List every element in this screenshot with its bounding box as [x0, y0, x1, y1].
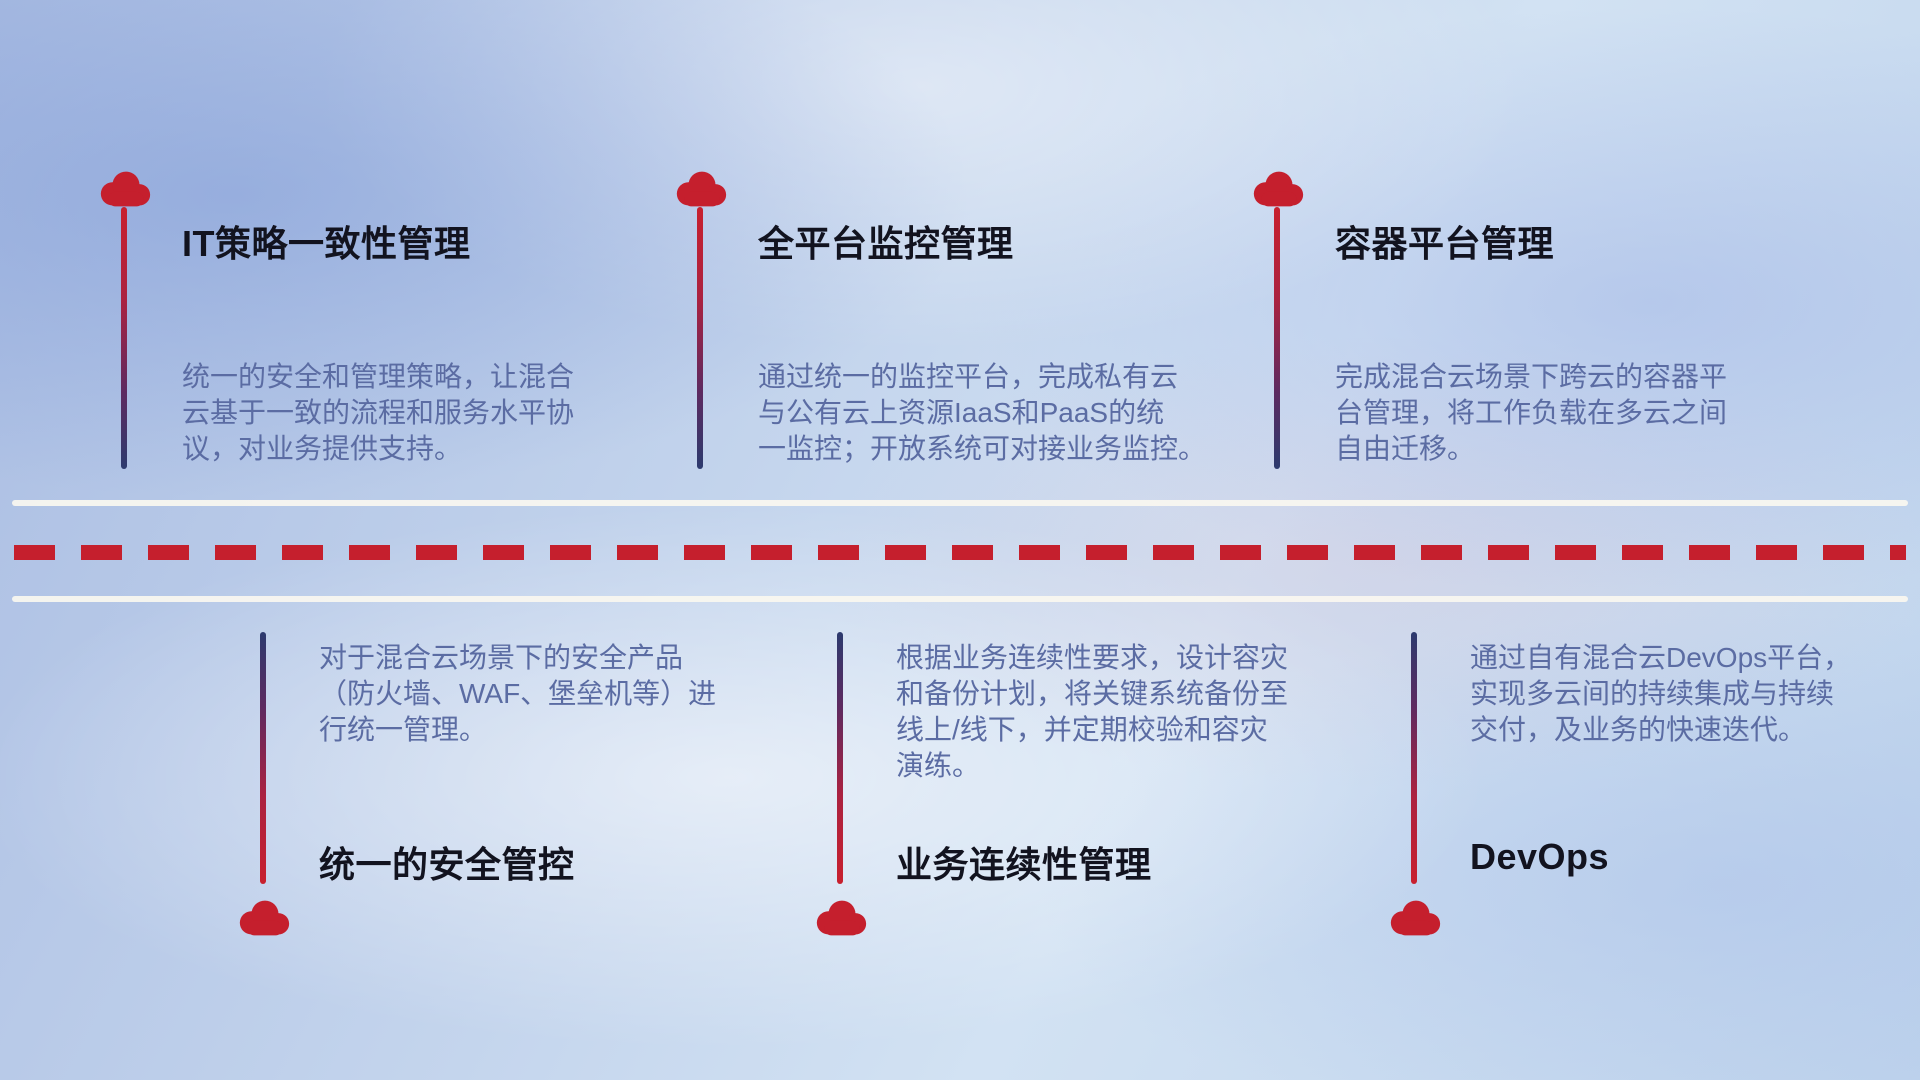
- capability-item-monitoring: 全平台监控管理 通过统一的监控平台，完成私有云 与公有云上资源IaaS和PaaS…: [672, 167, 1206, 497]
- capability-item-devops: 通过自有混合云DevOps平台， 实现多云间的持续集成与持续 交付，及业务的快速…: [1386, 630, 1886, 970]
- capability-item-security-control: 对于混合云场景下的安全产品 （防火墙、WAF、堡垒机等）进 行统一管理。 统一的…: [235, 630, 735, 970]
- capability-title: IT策略一致性管理: [182, 223, 471, 264]
- cloud-icon: [672, 167, 730, 209]
- capability-title: 容器平台管理: [1335, 223, 1555, 264]
- cloud-icon: [1249, 167, 1307, 209]
- cloud-icon: [235, 896, 293, 938]
- capability-description: 统一的安全和管理策略，让混合 云基于一致的流程和服务水平协 议，对业务提供支持。: [182, 361, 575, 464]
- road-dashed-center-line: [14, 545, 1906, 560]
- timeline-stem: [697, 207, 703, 469]
- road-edge-line-top: [12, 500, 1908, 506]
- capability-item-it-policy: IT策略一致性管理 统一的安全和管理策略，让混合 云基于一致的流程和服务水平协 …: [96, 167, 596, 497]
- timeline-stem: [1411, 632, 1417, 884]
- capability-item-container-platform: 容器平台管理 完成混合云场景下跨云的容器平 台管理，将工作负载在多云之间 自由迁…: [1249, 167, 1749, 497]
- capability-title: DevOps: [1470, 836, 1610, 877]
- capability-description: 通过统一的监控平台，完成私有云 与公有云上资源IaaS和PaaS的统 一监控；开…: [758, 361, 1207, 464]
- timeline-stem: [260, 632, 266, 884]
- capability-description: 对于混合云场景下的安全产品 （防火墙、WAF、堡垒机等）进 行统一管理。: [319, 642, 717, 745]
- capability-description: 完成混合云场景下跨云的容器平 台管理，将工作负载在多云之间 自由迁移。: [1335, 361, 1728, 464]
- capability-title: 统一的安全管控: [319, 844, 575, 885]
- cloud-icon: [1386, 896, 1444, 938]
- timeline-stem: [837, 632, 843, 884]
- capability-description: 通过自有混合云DevOps平台， 实现多云间的持续集成与持续 交付，及业务的快速…: [1470, 642, 1852, 745]
- capability-title: 业务连续性管理: [896, 844, 1152, 885]
- timeline-stem: [1274, 207, 1280, 469]
- timeline-stem: [121, 207, 127, 469]
- cloud-icon: [812, 896, 870, 938]
- cloud-icon: [96, 167, 154, 209]
- capability-title: 全平台监控管理: [758, 223, 1014, 264]
- capability-description: 根据业务连续性要求，设计容灾 和备份计划，将关键系统备份至 线上/线下，并定期校…: [896, 642, 1289, 781]
- capability-item-business-continuity: 根据业务连续性要求，设计容灾 和备份计划，将关键系统备份至 线上/线下，并定期校…: [812, 630, 1312, 970]
- road-edge-line-bottom: [12, 596, 1908, 602]
